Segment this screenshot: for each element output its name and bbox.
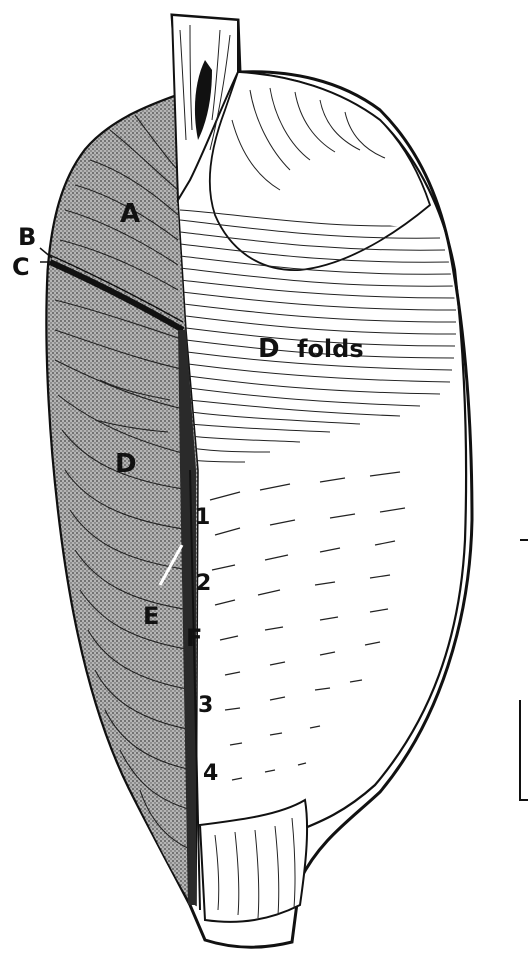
label-2: 2	[196, 571, 211, 596]
label-d-right: D	[258, 334, 280, 364]
label-d-left: D	[115, 449, 137, 479]
label-4: 4	[203, 761, 218, 786]
label-1: 1	[195, 505, 210, 530]
label-3: 3	[198, 693, 213, 718]
label-e: E	[143, 602, 159, 630]
lower-dashes	[210, 472, 405, 780]
label-b: B	[18, 223, 36, 251]
label-folds: folds	[297, 335, 364, 363]
label-f: F	[186, 624, 202, 652]
bottom-rim	[200, 800, 307, 922]
label-a: A	[120, 199, 140, 229]
scale-bar	[520, 540, 528, 800]
label-c: C	[12, 253, 30, 281]
